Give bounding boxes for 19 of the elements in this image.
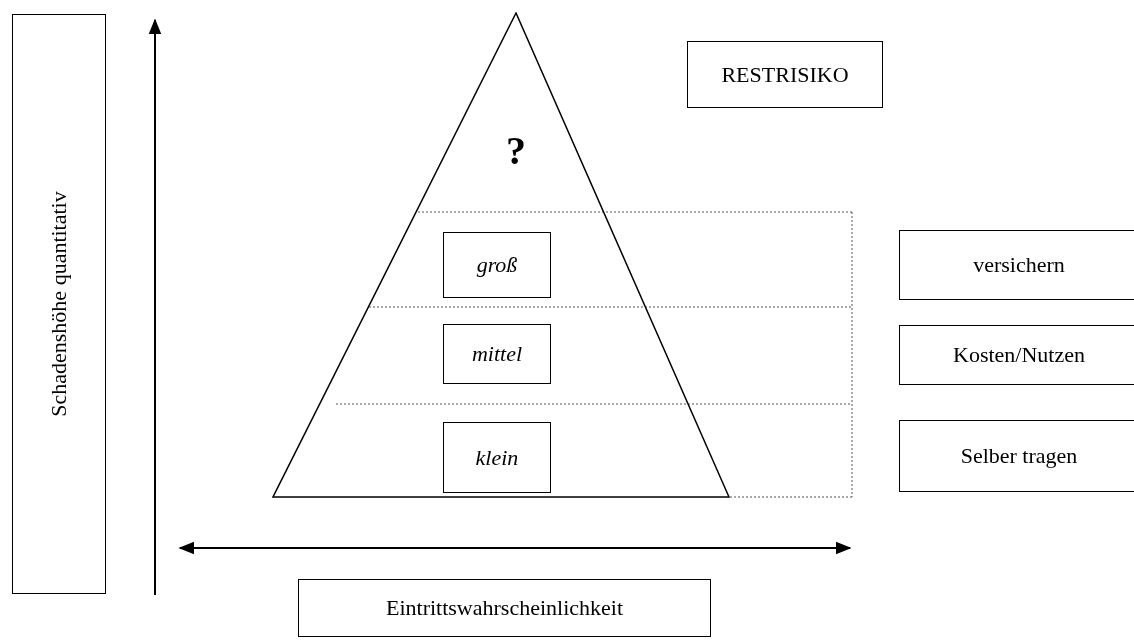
- box-label: Kosten/Nutzen: [953, 342, 1085, 368]
- question-mark: ?: [506, 127, 526, 174]
- box-label: RESTRISIKO: [721, 61, 849, 88]
- category-box: [443, 422, 551, 493]
- box-label: Selber tragen: [960, 443, 1078, 469]
- box-label: groß: [476, 252, 518, 278]
- box-label: klein: [475, 444, 519, 471]
- box-label: versichern: [973, 252, 1065, 278]
- box-label: mittel: [471, 341, 523, 367]
- axis-label-box: [298, 579, 711, 637]
- category-box: [443, 232, 551, 298]
- action-box: [899, 230, 1134, 300]
- action-box: [899, 420, 1134, 492]
- category-box: [443, 324, 551, 384]
- action-box: [899, 325, 1134, 385]
- box-label: Eintrittswahrscheinlichkeit: [385, 595, 624, 621]
- label-box: [687, 41, 883, 108]
- axis-label-box: [12, 14, 106, 594]
- box-label: Schadenshöhe quantitativ: [46, 191, 72, 417]
